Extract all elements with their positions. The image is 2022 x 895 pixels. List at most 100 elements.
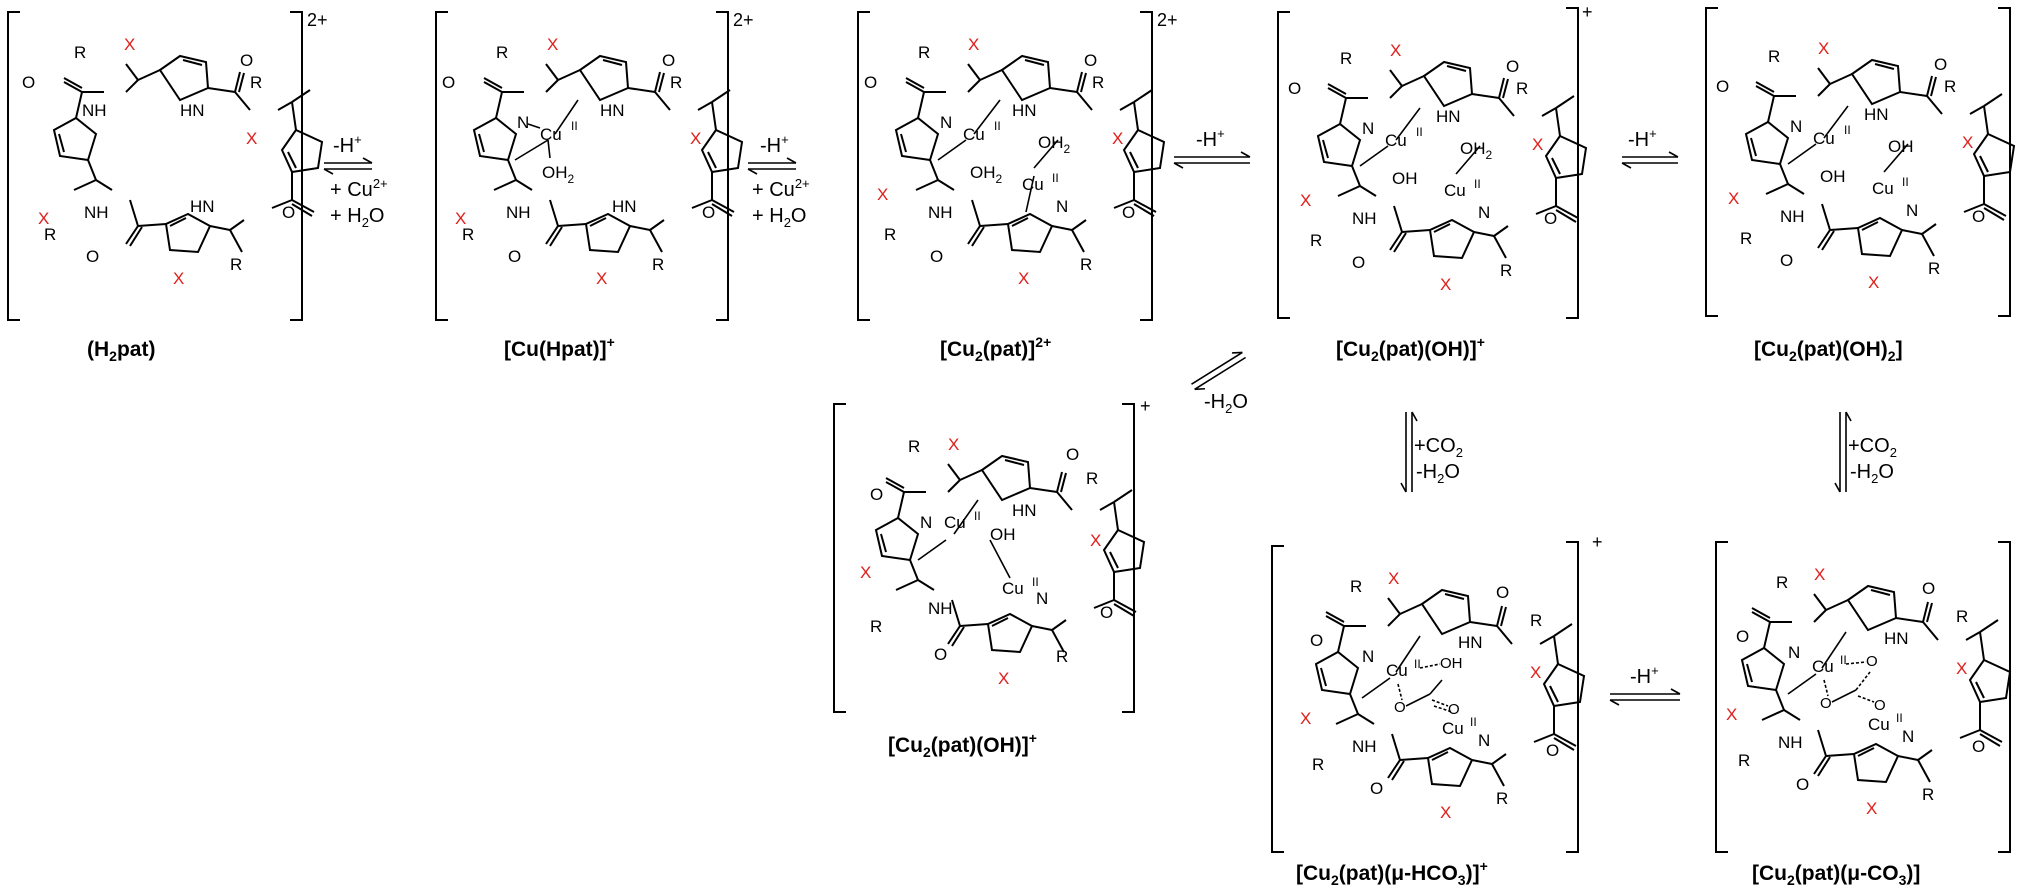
heteroatom-label: X [1440, 803, 1451, 822]
bracket-charge: + [1140, 396, 1151, 416]
heteroatom-label: X [1018, 269, 1029, 288]
oxygen-label: O [86, 247, 99, 266]
copper-label: Cu [1812, 657, 1834, 676]
substituent-label: R [74, 43, 86, 62]
substituent-label: R [1738, 751, 1750, 770]
substituent-label: R [1092, 73, 1104, 92]
hydroxide-ligand: OH [1392, 169, 1418, 188]
left-bracket [7, 11, 20, 321]
heteroatom-label: X [547, 35, 558, 54]
oxygen-label: O [662, 51, 675, 70]
substituent-label: R [870, 617, 882, 636]
substituent-label: R [462, 225, 474, 244]
nitrogen-label: N [1362, 119, 1374, 138]
amide-label: HN [190, 197, 215, 216]
nitrogen-label: N [1036, 589, 1048, 608]
bracket-charge: 2+ [733, 10, 754, 30]
species-label: [Cu2(pat)(OH)]+ [888, 730, 1037, 760]
amide-label: NH [1780, 207, 1805, 226]
step-label: -H+ [1196, 126, 1225, 151]
substituent-label: R [230, 255, 242, 274]
substituent-label: R [1530, 611, 1542, 630]
copper-oxidation: II [1414, 657, 1421, 671]
amide-label: HN [600, 101, 625, 120]
water-ligand: OH2 [970, 163, 1003, 186]
step-label: -H+ [1630, 663, 1659, 688]
heteroatom-label: X [1956, 659, 1967, 678]
oxygen-label: O [702, 203, 715, 222]
oxygen-label: O [1122, 203, 1135, 222]
oxygen-label: O [1934, 55, 1947, 74]
nitrogen-label: N [1788, 643, 1800, 662]
bracket-charge: + [1592, 532, 1603, 552]
heteroatom-label: X [1530, 663, 1541, 682]
amide-label: NH [506, 203, 531, 222]
nitrogen-label: N [920, 513, 932, 532]
step-label: -H2O [1850, 461, 1894, 486]
step-label: -H+ [1628, 126, 1657, 151]
heteroatom-label: X [1814, 565, 1825, 584]
oxygen-label: O [1100, 603, 1113, 622]
species-cu2pat: 2+ X X X X N Cu II OH2 OH2 Cu II N HN NH… [857, 10, 1178, 364]
species-cu2pat-hco3: + X X X X N Cu II OH O O Cu II N HN NH R… [1271, 532, 1603, 888]
copper-label: Cu [1385, 131, 1407, 150]
amide-label: HN [1436, 107, 1461, 126]
nitrogen-label: N [1478, 203, 1490, 222]
heteroatom-label: X [1300, 191, 1311, 210]
oxygen-label: O [1972, 737, 1985, 756]
oxygen-label: O [240, 51, 253, 70]
heteroatom-label: X [877, 185, 888, 204]
oxygen-label: O [930, 247, 943, 266]
oxygen-label: O [1352, 253, 1365, 272]
substituent-label: R [1340, 49, 1352, 68]
substituent-label: R [1350, 577, 1362, 596]
nitrogen-label: N [1478, 731, 1490, 750]
substituent-label: R [1768, 47, 1780, 66]
oxygen-label: O [1288, 79, 1301, 98]
water-ligand: OH2 [1460, 139, 1493, 162]
carbonate-o: O [1874, 697, 1886, 714]
amide-label: HN [1012, 101, 1037, 120]
heteroatom-label: X [596, 269, 607, 288]
right-bracket [290, 11, 303, 321]
bicarbonate-o: O [1448, 701, 1460, 718]
heteroatom-label: X [1390, 41, 1401, 60]
heteroatom-label: X [1440, 275, 1451, 294]
heteroatom-label: X [860, 563, 871, 582]
water-ligand: OH2 [1038, 133, 1071, 156]
step-label: + H2O [752, 205, 806, 230]
carbonate-o: O [1820, 695, 1832, 712]
oxygen-label: O [1370, 779, 1383, 798]
amide-label: NH [928, 203, 953, 222]
heteroatom-label: X [455, 209, 466, 228]
oxygen-label: O [22, 73, 35, 92]
oxygen-label: O [1736, 627, 1749, 646]
bracket-charge: 2+ [307, 10, 328, 30]
heteroatom-label: X [998, 669, 1009, 688]
oxygen-label: O [1496, 583, 1509, 602]
species-label: (H2pat) [87, 338, 155, 364]
species-cu2patoh: + X X X X N Cu II OH OH2 Cu II N HN NH R… [1277, 2, 1593, 364]
amide-label: NH [928, 599, 953, 618]
substituent-label: R [652, 255, 664, 274]
equilibrium-arrow-6: +CO2 -H2O [1400, 411, 1463, 493]
substituent-label: R [884, 225, 896, 244]
heteroatom-label: X [1300, 709, 1311, 728]
amide-label: HN [1884, 629, 1909, 648]
oxygen-label: O [934, 645, 947, 664]
oxygen-label: O [1506, 57, 1519, 76]
substituent-label: R [1740, 229, 1752, 248]
copper-label: Cu [1442, 719, 1464, 738]
oxygen-label: O [282, 203, 295, 222]
nitrogen-label: N [1902, 727, 1914, 746]
oxygen-label: O [1544, 209, 1557, 228]
oxygen-label: O [864, 73, 877, 92]
heteroatom-label: X [1868, 273, 1879, 292]
heteroatom-label: X [1962, 133, 1973, 152]
amide-label: HN [1012, 501, 1037, 520]
copper-oxidation: II [571, 119, 578, 133]
bracket-charge: 2+ [1157, 10, 1178, 30]
heteroatom-label: X [173, 269, 184, 288]
copper-label: Cu [1022, 175, 1044, 194]
